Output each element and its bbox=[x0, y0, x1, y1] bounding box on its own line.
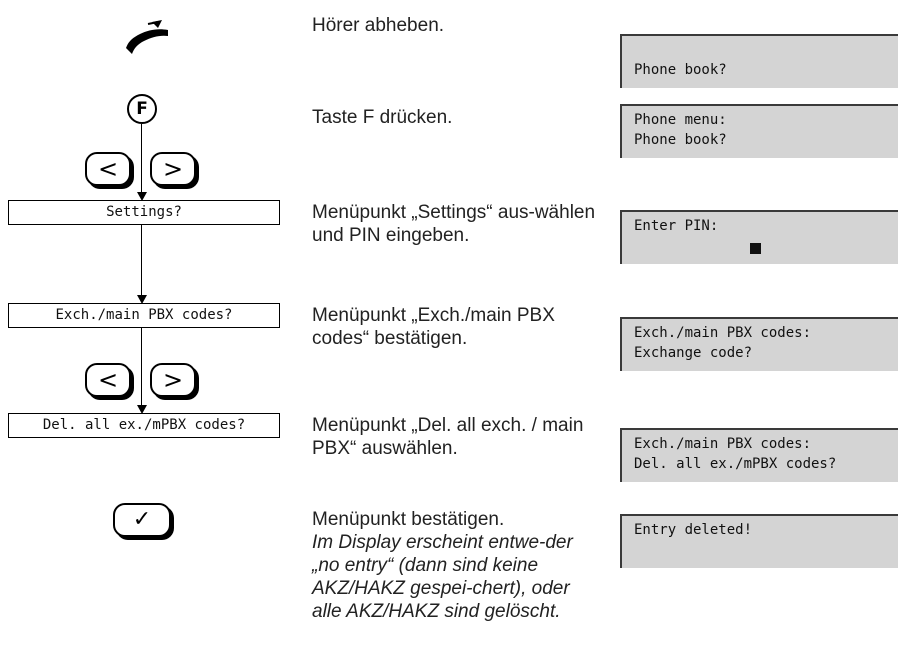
menu-item-exch-codes: Exch./main PBX codes? bbox=[8, 303, 280, 328]
lcd-display-2: Phone menu: Phone book? bbox=[620, 104, 898, 158]
lcd-display-1: Phone book? bbox=[620, 34, 898, 88]
lcd-line-2: Exchange code? bbox=[634, 345, 753, 361]
instruction-3: Menüpunkt „Settings“ aus-wählen und PIN … bbox=[312, 202, 596, 246]
instruction-6-text: Menüpunkt bestätigen. bbox=[312, 509, 505, 530]
flow-connector bbox=[141, 225, 142, 295]
instruction-5: Menüpunkt „Del. all exch. / main PBX“ au… bbox=[312, 415, 584, 459]
right-key[interactable]: > bbox=[150, 152, 196, 186]
instruction-6: Menüpunkt bestätigen. Im Display erschei… bbox=[312, 508, 597, 623]
lcd-display-3: Enter PIN: bbox=[620, 210, 898, 264]
handset-lift-icon bbox=[126, 20, 168, 54]
instruction-1: Hörer abheben. bbox=[312, 15, 445, 36]
left-key[interactable]: < bbox=[85, 363, 131, 397]
instruction-4: Menüpunkt „Exch./main PBX codes“ bestäti… bbox=[312, 305, 555, 349]
lcd-line-1: Exch./main PBX codes: bbox=[634, 325, 812, 341]
flow-arrow bbox=[137, 405, 147, 414]
lcd-line-1: Entry deleted! bbox=[634, 522, 753, 538]
right-key[interactable]: > bbox=[150, 363, 196, 397]
lcd-line-2: Phone book? bbox=[634, 62, 727, 78]
instruction-6-note: Im Display erscheint entwe-der „no entry… bbox=[312, 532, 573, 622]
lcd-line-2: Phone book? bbox=[634, 132, 727, 148]
left-key[interactable]: < bbox=[85, 152, 131, 186]
flow-connector bbox=[141, 328, 142, 405]
input-cursor-block bbox=[750, 243, 761, 254]
menu-item-settings: Settings? bbox=[8, 200, 280, 225]
lcd-line-2: Del. all ex./mPBX codes? bbox=[634, 456, 837, 472]
flow-connector bbox=[141, 124, 142, 192]
instruction-2: Taste F drücken. bbox=[312, 107, 453, 128]
flow-arrow bbox=[137, 295, 147, 304]
ok-key[interactable]: ✓ bbox=[113, 503, 171, 537]
lcd-line-1: Enter PIN: bbox=[634, 218, 719, 234]
flow-arrow bbox=[137, 192, 147, 201]
lcd-display-6: Entry deleted! bbox=[620, 514, 898, 568]
lcd-display-4: Exch./main PBX codes: Exchange code? bbox=[620, 317, 898, 371]
f-key[interactable]: F bbox=[127, 94, 157, 124]
menu-item-del-all: Del. all ex./mPBX codes? bbox=[8, 413, 280, 438]
lcd-line-1: Exch./main PBX codes: bbox=[634, 436, 812, 452]
lcd-display-5: Exch./main PBX codes: Del. all ex./mPBX … bbox=[620, 428, 898, 482]
lcd-line-1: Phone menu: bbox=[634, 112, 727, 128]
